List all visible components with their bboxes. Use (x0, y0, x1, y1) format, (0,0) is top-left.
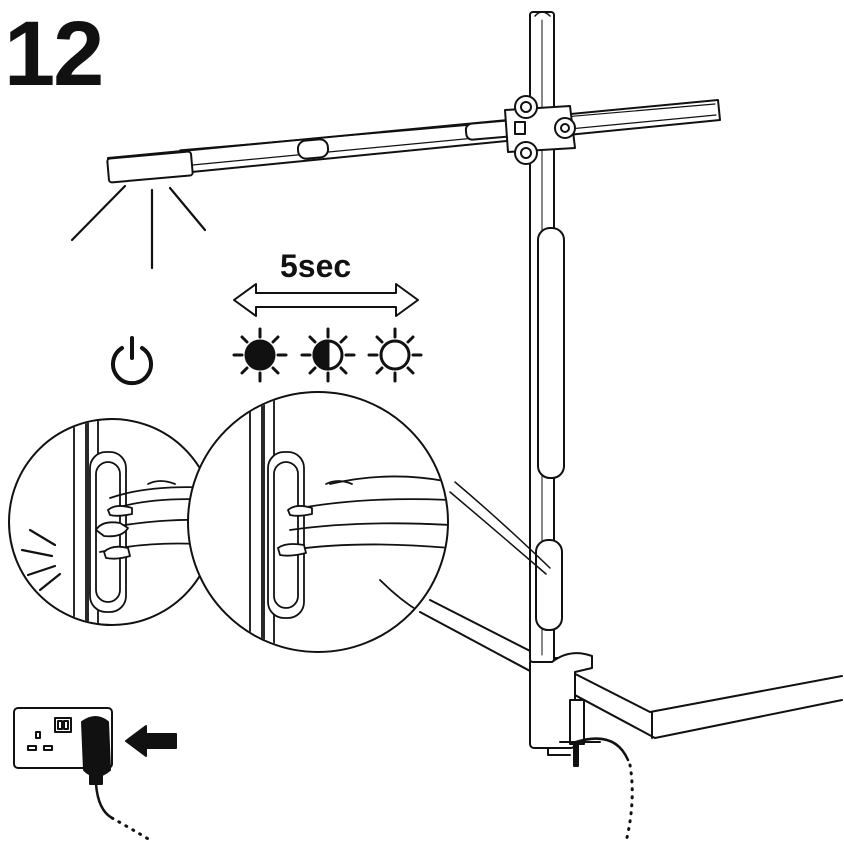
duration-arrow (233, 283, 419, 317)
light-rays (70, 184, 207, 270)
arrow-left-icon (125, 725, 177, 757)
leader-line (454, 481, 551, 569)
lamp-arm (106, 99, 721, 184)
plug (81, 716, 111, 785)
zoom-detail-hold (187, 391, 449, 653)
lamp-pole (529, 11, 565, 663)
sun-half-icon (300, 327, 356, 383)
zoom-detail-tap (8, 418, 216, 626)
sun-filled-icon (232, 327, 288, 383)
lamp-cable (574, 737, 630, 762)
power-icon (111, 336, 153, 386)
desk-clamp (529, 652, 601, 767)
sun-outline-icon (367, 327, 423, 383)
plug-cable (94, 782, 114, 820)
hold-duration-label: 5sec (280, 248, 352, 284)
step-number: 12 (4, 3, 104, 105)
desk-outline (419, 599, 843, 739)
pivot-joint (504, 95, 576, 165)
tap-lines (20, 528, 62, 592)
